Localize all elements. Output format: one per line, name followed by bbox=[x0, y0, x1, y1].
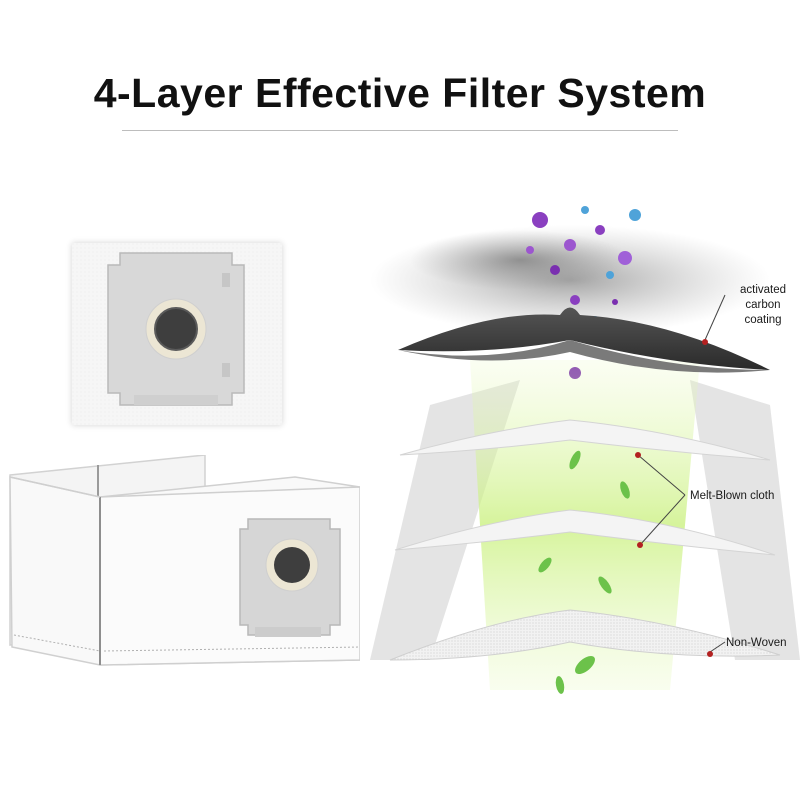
carbon-coating-label: activated carbon coating bbox=[739, 284, 787, 326]
meltblown-layer-bottom bbox=[394, 509, 776, 556]
bag-pack-image bbox=[0, 455, 360, 675]
single-bag-image bbox=[72, 243, 282, 425]
callout-dot-meltblown-bottom bbox=[637, 542, 643, 548]
callout-meltblown bbox=[637, 454, 686, 546]
meltblown-layer-top bbox=[399, 419, 771, 461]
callout-dot-meltblown-top bbox=[635, 452, 641, 458]
callout-dot-nonwoven bbox=[707, 651, 713, 657]
page-title: 4-Layer Effective Filter System bbox=[93, 70, 707, 116]
leaf-icons bbox=[538, 450, 630, 694]
callout-nonwoven bbox=[709, 641, 726, 653]
airflow-arrow-right bbox=[690, 380, 800, 660]
callout-dot-carbon bbox=[702, 339, 708, 345]
filter-layers-illustration bbox=[370, 190, 800, 710]
nonwoven-layer bbox=[389, 609, 781, 661]
nonwoven-label: Non-Woven bbox=[726, 637, 787, 649]
meltblown-cloth-label: Melt-Blown cloth bbox=[690, 490, 775, 502]
title-divider bbox=[122, 130, 678, 131]
callout-carbon bbox=[704, 294, 726, 341]
carbon-layer bbox=[398, 307, 770, 370]
